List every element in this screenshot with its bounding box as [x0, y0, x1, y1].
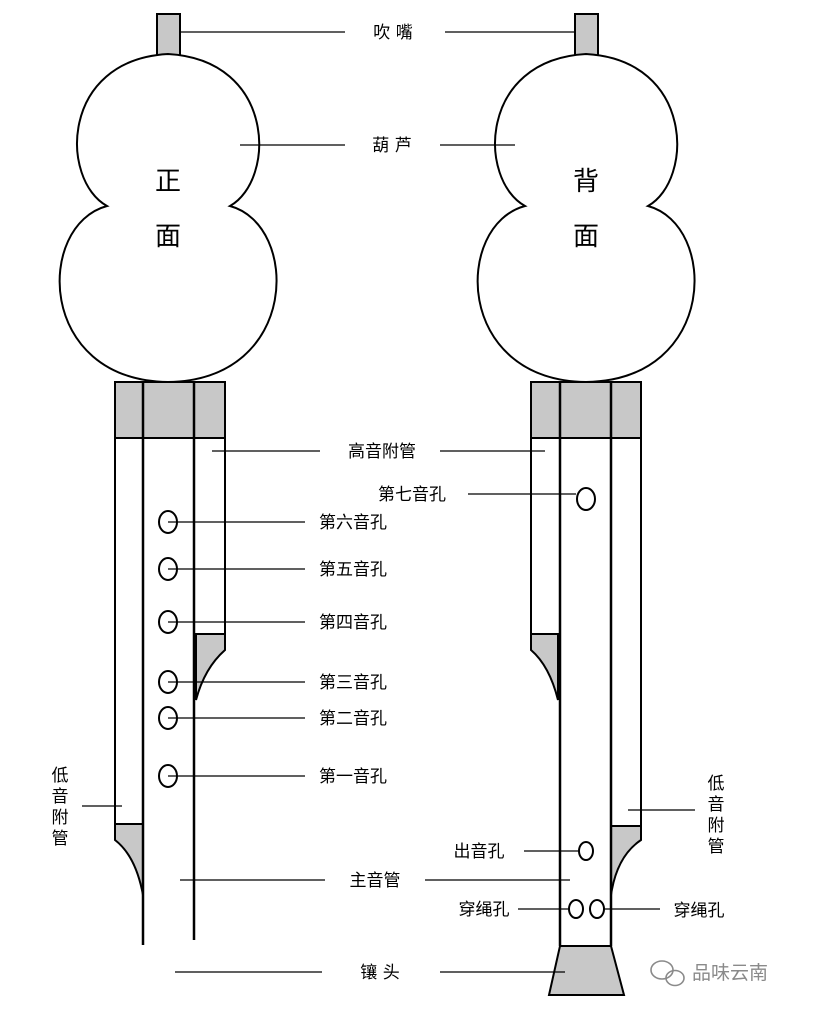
label-hole-5: 第五音孔 [319, 560, 387, 580]
wechat-icon [650, 960, 685, 987]
back-bass-pipe-tip [610, 825, 642, 896]
back-sound-hole [578, 841, 594, 861]
back-grey-band [530, 381, 642, 439]
back-ferrule [547, 945, 626, 996]
bass-left-char: 低 [52, 766, 69, 786]
back-gourd [476, 52, 696, 384]
front-treble-pipe [193, 437, 226, 635]
label-hole-2: 第二音孔 [319, 709, 387, 729]
front-label-2: 面 [155, 222, 181, 252]
front-mouthpiece [156, 13, 181, 57]
front-bass-pipe [114, 437, 144, 825]
label-hole-7: 第七音孔 [378, 485, 446, 505]
label-bass-pipe-right: 低 音 附 管 [708, 774, 725, 857]
label-main-pipe: 主音管 [350, 871, 401, 891]
bass-left-char: 音 [52, 787, 69, 807]
label-bass-pipe-left: 低 音 附 管 [52, 766, 69, 849]
back-rope-hole-right [589, 899, 605, 919]
label-hole-4: 第四音孔 [319, 613, 387, 633]
back-mouthpiece [574, 13, 599, 57]
back-bass-pipe [610, 437, 642, 827]
front-view: 正 面 [58, 13, 278, 945]
label-hole-1: 第一音孔 [319, 767, 387, 787]
label-treble-pipe: 高音附管 [348, 442, 416, 462]
front-treble-pipe-tip [195, 633, 226, 701]
back-treble-pipe-tip [530, 633, 559, 701]
labels: 吹 嘴 葫 芦 高音附管 第七音孔 第六音孔 第五音孔 第四音孔 第三音孔 第二… [52, 23, 725, 983]
bass-right-char: 管 [708, 837, 725, 857]
back-treble-pipe [530, 437, 561, 635]
label-rope-hole-left: 穿绳孔 [459, 900, 510, 920]
watermark-text: 品味云南 [692, 962, 768, 984]
back-view: 背 面 [476, 13, 696, 996]
label-rope-hole-right: 穿绳孔 [674, 901, 725, 921]
label-ferrule: 镶 头 [360, 962, 399, 983]
label-hole-6: 第六音孔 [319, 513, 387, 533]
front-grey-band [114, 381, 226, 439]
front-label-1: 正 [155, 167, 181, 197]
back-hole-7 [576, 487, 596, 511]
front-bass-pipe-tip [114, 823, 144, 896]
front-gourd [58, 52, 278, 384]
label-mouthpiece: 吹 嘴 [373, 23, 412, 43]
back-label-2: 面 [573, 222, 599, 252]
label-hole-3: 第三音孔 [319, 673, 387, 693]
bass-left-char: 附 [52, 808, 69, 828]
bass-right-char: 低 [708, 774, 725, 794]
bass-right-char: 附 [708, 816, 725, 836]
bass-right-char: 音 [708, 795, 725, 815]
watermark: 品味云南 [650, 960, 768, 987]
label-sound-hole: 出音孔 [454, 842, 505, 862]
back-label-1: 背 [573, 167, 599, 197]
leader-lines [82, 31, 695, 973]
back-rope-hole-left [568, 899, 584, 919]
bass-left-char: 管 [52, 829, 69, 849]
label-gourd: 葫 芦 [372, 136, 411, 156]
